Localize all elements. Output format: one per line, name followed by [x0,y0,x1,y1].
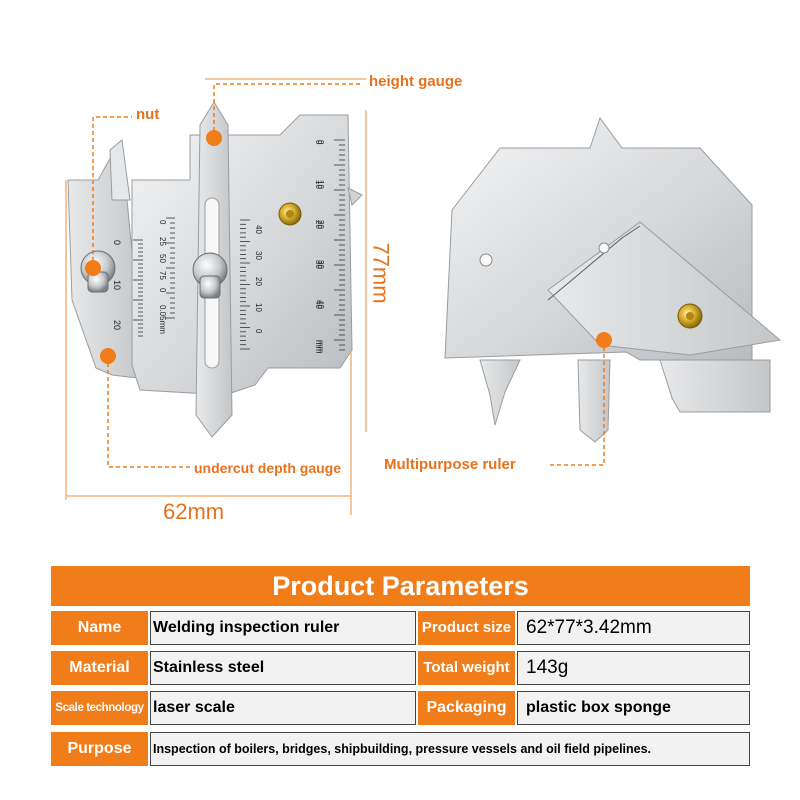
param-value: 143g [517,651,750,685]
scale-label: 20 [112,320,122,330]
scale-label: 0 [254,329,263,334]
param-value: laser scale [150,691,416,725]
scale-label: 40 [314,300,323,309]
height-gauge-label: height gauge [369,73,463,90]
param-key: Total weight [418,651,515,685]
scale-label: 10 [316,180,325,189]
param-key: Product size [418,611,515,645]
scale-label: mm [314,340,323,354]
scale-label: 30 [254,251,263,260]
scale-label: 0 [158,220,167,225]
table-title: Product Parameters [51,566,750,606]
param-key: Name [51,611,148,645]
width-dimension: 62mm [163,499,225,524]
param-value: Inspection of boilers, bridges, shipbuil… [150,732,750,766]
param-key: Scale technology [51,691,148,725]
param-value: Welding inspection ruler [150,611,416,645]
table-row: Purpose Inspection of boilers, bridges, … [51,732,750,766]
table-row: Scale technology laser scale Packaging p… [51,691,750,725]
scale-label: 10 [314,180,323,189]
scale-label: 20 [254,277,263,286]
nut-label: nut [136,106,160,123]
table-row: Name Welding inspection ruler Product si… [51,611,750,645]
scale-label: 0 [158,288,167,293]
scale-label: 0 [316,140,325,145]
scale-label: 50 [158,254,167,263]
table-row: Material Stainless steel Total weight 14… [51,651,750,685]
scale-label: 40 [316,300,325,309]
scale-label: 20 [314,220,323,229]
param-value: Stainless steel [150,651,416,685]
scale-label: 25 [158,237,167,246]
product-diagram: 010203040mm403020100mm403020100025507500… [65,78,782,515]
height-dimension: 77mm [368,242,394,304]
scale-label: mm [316,340,325,354]
scale-label: 40 [254,225,263,234]
scale-label: 30 [316,260,325,269]
multipurpose-ruler [444,116,782,443]
scale-label: 10 [112,280,122,290]
callout-dots [85,130,612,364]
multipurpose-ruler-label: Multipurpose ruler [384,456,516,473]
scale-label: 0 [314,140,323,145]
param-key: Purpose [51,732,148,766]
undercut-depth-gauge-label: undercut depth gauge [194,460,341,476]
param-value: 62*77*3.42mm [517,611,750,645]
param-key: Packaging [418,691,515,725]
callout-lines [65,78,605,515]
param-key: Material [51,651,148,685]
scale-label: 20 [316,220,325,229]
param-value: plastic box sponge [517,691,750,725]
scale-label: 30 [314,260,323,269]
scale-label: 0 [112,240,122,245]
scale-label: 10 [254,303,263,312]
scale-label: 75 [158,271,167,280]
scale-label: 0.05mm [158,305,167,334]
